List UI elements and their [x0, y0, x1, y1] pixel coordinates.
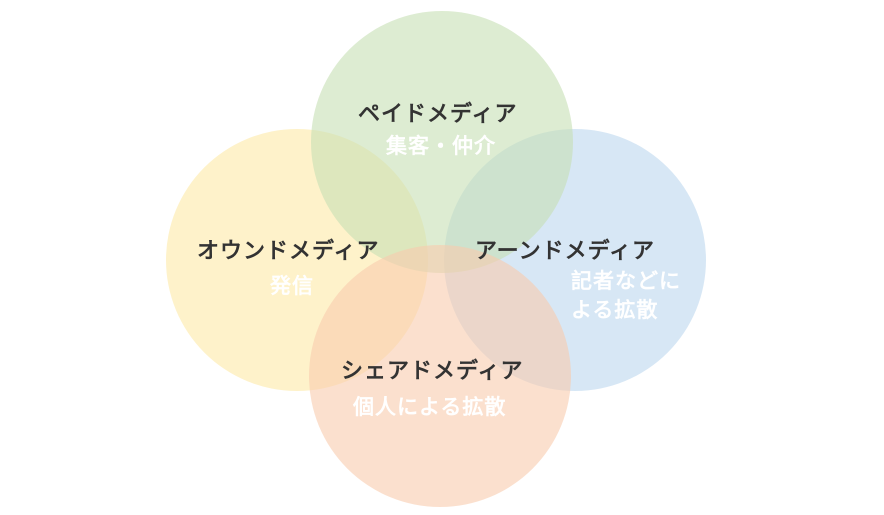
earned-media-description: 記者などに よる拡散: [571, 269, 681, 322]
shared-media-title: シェアドメディア: [341, 359, 524, 384]
circle-paid: [311, 11, 573, 273]
earned-media-title: アーンドメディア: [475, 239, 656, 264]
owned-media-title: オウンドメディア: [197, 239, 380, 264]
paid-media-title: ペイドメディア: [358, 102, 518, 127]
circle-shared: [309, 245, 571, 507]
owned-media-description: 発信: [270, 274, 314, 298]
paid-media-description: 集客・仲介: [386, 134, 496, 158]
shared-media-description: 個人による拡散: [353, 395, 507, 419]
